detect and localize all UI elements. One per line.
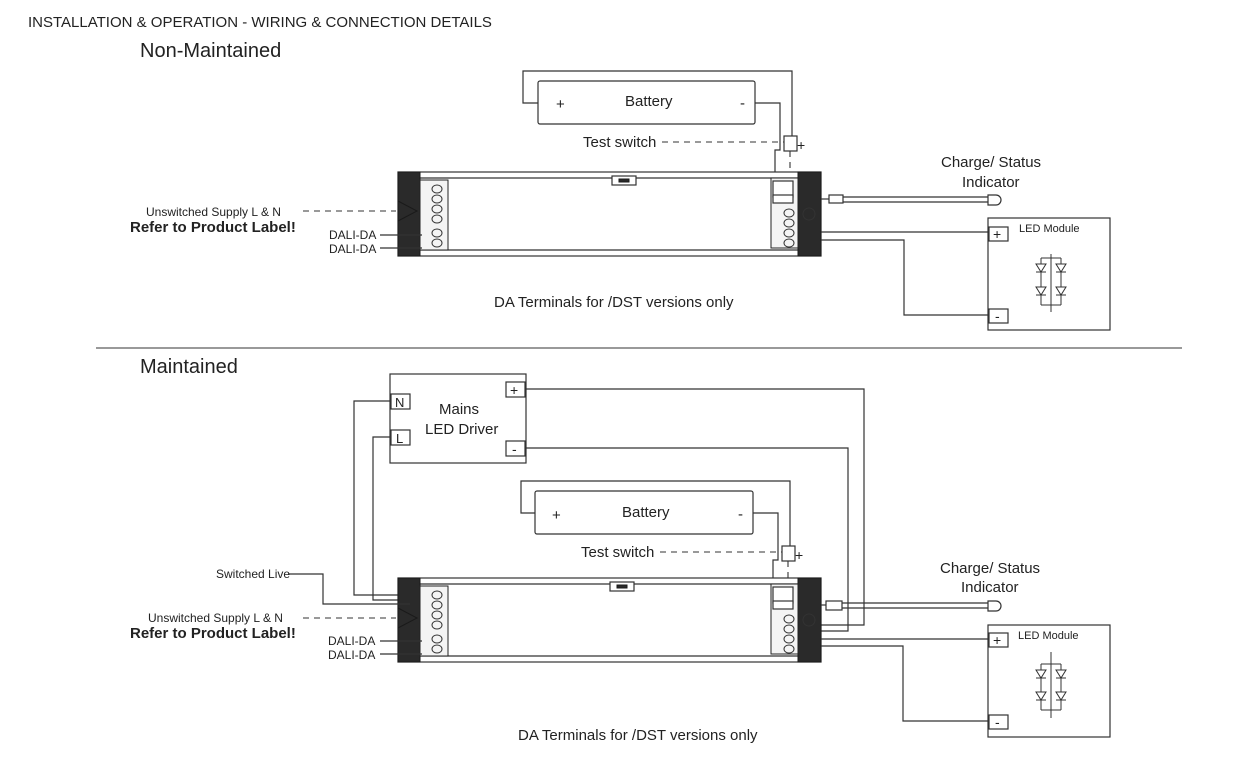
da-note-m: DA Terminals for /DST versions only xyxy=(518,727,758,744)
da-note-nm: DA Terminals for /DST versions only xyxy=(494,294,734,311)
indicator-led-m xyxy=(987,600,1002,612)
indicator-line1-nm: Charge/ Status xyxy=(941,154,1041,171)
battery-minus-label-m: - xyxy=(738,506,743,523)
maintained-section: Maintained N L + - Mains LED Driver + Ba… xyxy=(130,356,1111,744)
battery-nm: + Battery - xyxy=(537,80,756,125)
led-module-label-nm: LED Module xyxy=(1019,223,1080,235)
driver-minus-label: - xyxy=(512,441,517,457)
dali-label-1-m: DALI-DA xyxy=(328,634,375,648)
led-module-minus-m: - xyxy=(995,714,1000,730)
mains-led-driver: N L + - Mains LED Driver xyxy=(389,373,527,464)
led-module-m: LED Module + - xyxy=(987,624,1111,738)
indicator-line2-nm: Indicator xyxy=(962,174,1020,191)
maintained-heading: Maintained xyxy=(140,356,238,378)
dali-label-2-nm: DALI-DA xyxy=(329,242,376,256)
supply-arrow-m xyxy=(397,607,419,629)
dali-label-1-nm: DALI-DA xyxy=(329,228,376,242)
led-module-minus-nm: - xyxy=(995,308,1000,324)
refer-label-m: Refer to Product Label! xyxy=(130,625,296,642)
left-terminals-m xyxy=(431,590,443,654)
led-module-nm: LED Module + - xyxy=(987,217,1111,331)
supply-arrow-nm xyxy=(397,200,419,222)
led-module-plus-nm: + xyxy=(993,226,1001,242)
right-terminals-nm xyxy=(783,208,795,248)
test-switch-label-m: Test switch xyxy=(581,544,654,561)
driver-n-label: N xyxy=(395,395,404,410)
dali-label-2-m: DALI-DA xyxy=(328,648,375,662)
test-switch-plus-m: + xyxy=(795,547,803,563)
test-switch-nm xyxy=(783,135,798,152)
test-switch-plus: + xyxy=(797,137,805,153)
emergency-unit-m xyxy=(397,577,822,663)
driver-plus-label: + xyxy=(510,382,518,398)
driver-line2: LED Driver xyxy=(425,421,498,438)
page-title: INSTALLATION & OPERATION - WIRING & CONN… xyxy=(28,14,492,31)
non-maintained-heading: Non-Maintained xyxy=(140,40,281,62)
test-switch-label: Test switch xyxy=(583,134,656,151)
driver-l-label: L xyxy=(396,431,403,446)
supply-label-nm: Unswitched Supply L & N xyxy=(146,205,281,219)
indicator-led-nm xyxy=(987,194,1002,206)
battery-label-m: Battery xyxy=(622,504,670,521)
supply-label-m: Unswitched Supply L & N xyxy=(148,611,283,625)
switched-live-label: Switched Live xyxy=(216,567,290,581)
refer-label-nm: Refer to Product Label! xyxy=(130,219,296,236)
indicator-line1-m: Charge/ Status xyxy=(940,560,1040,577)
battery-plus-label: + xyxy=(556,96,565,113)
led-module-label-m: LED Module xyxy=(1018,630,1079,642)
left-terminals-nm xyxy=(431,184,443,248)
right-terminals-m xyxy=(783,614,795,654)
battery-m: + Battery - xyxy=(534,490,754,535)
led-module-plus-m: + xyxy=(993,632,1001,648)
battery-plus-label-m: + xyxy=(552,507,561,524)
non-maintained-section: Non-Maintained + Battery - + Test switch xyxy=(130,40,1111,331)
battery-label: Battery xyxy=(625,93,673,110)
battery-minus-label: - xyxy=(740,95,745,112)
test-switch-m xyxy=(781,545,796,562)
emergency-unit-nm xyxy=(397,171,822,257)
driver-line1: Mains xyxy=(439,401,479,418)
indicator-line2-m: Indicator xyxy=(961,579,1019,596)
